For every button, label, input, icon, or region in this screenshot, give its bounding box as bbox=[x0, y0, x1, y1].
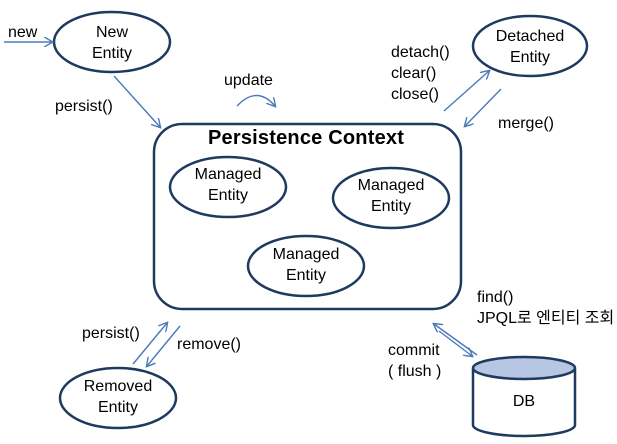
detach-arrow bbox=[443, 71, 489, 112]
db-label: DB bbox=[512, 393, 536, 410]
persist-arrow-bottom bbox=[132, 323, 167, 365]
commit-arrow bbox=[438, 330, 472, 356]
merge-label: merge() bbox=[498, 115, 555, 132]
remove-arrow bbox=[147, 325, 181, 366]
managed-entity-ellipse-3 bbox=[246, 234, 366, 298]
persist-arrow-top bbox=[113, 75, 160, 127]
merge-arrow bbox=[465, 88, 502, 126]
persist-label-bottom: persist() bbox=[82, 325, 140, 342]
persist-label-top: persist() bbox=[55, 98, 113, 115]
update-label: update bbox=[224, 72, 273, 89]
new-entity-ellipse bbox=[52, 10, 172, 74]
find-jpql-label: find()JPQL로 엔티티 조회 bbox=[477, 289, 615, 327]
new-label: new bbox=[8, 24, 38, 41]
detached-entity-ellipse bbox=[471, 14, 589, 78]
managed-entity-ellipse-1 bbox=[168, 155, 288, 219]
remove-label: remove() bbox=[177, 336, 242, 353]
persistence-context-title: Persistence Context bbox=[208, 127, 405, 149]
managed-entity-ellipse-2 bbox=[331, 166, 451, 230]
db-cylinder bbox=[471, 355, 577, 438]
removed-entity-ellipse bbox=[58, 366, 178, 430]
update-arrow bbox=[236, 94, 275, 107]
detach-clear-close-label: detach()clear()close() bbox=[391, 44, 450, 103]
commit-flush-label: commit( flush ) bbox=[388, 342, 442, 380]
